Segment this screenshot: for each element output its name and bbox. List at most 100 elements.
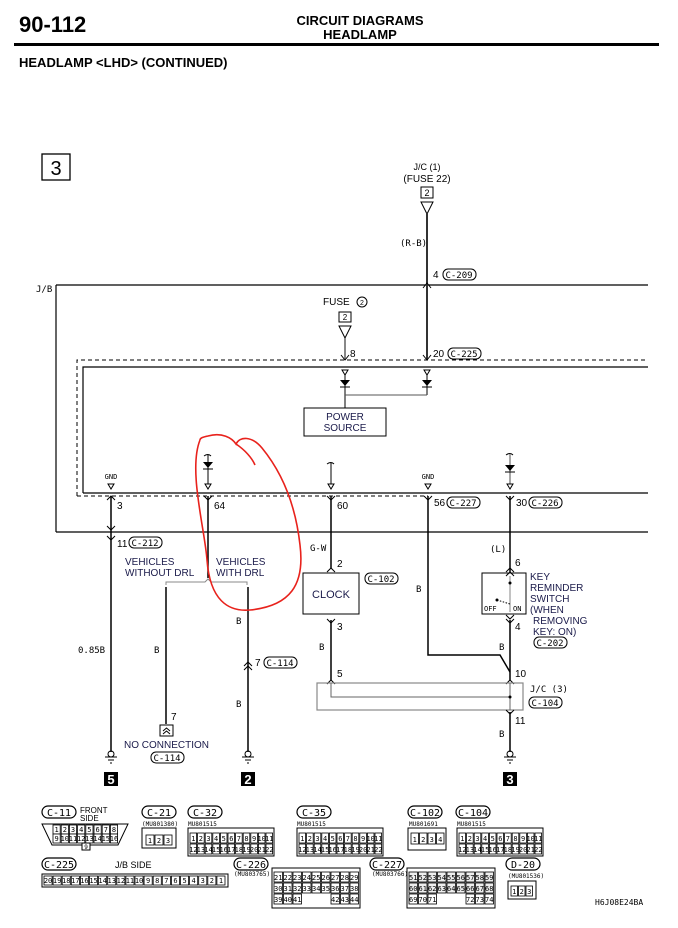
diode-icon <box>340 380 350 386</box>
pin-cell <box>408 893 418 905</box>
pin-number: 6 <box>338 835 342 843</box>
without-drl-line2: WITHOUT DRL <box>125 568 195 579</box>
wire-stub <box>326 462 335 465</box>
pin-number: 13 <box>108 877 116 885</box>
pin-number: 10 <box>526 835 534 843</box>
pin-cell <box>473 843 482 855</box>
pin-cell <box>161 875 171 886</box>
pin-cell <box>242 843 251 855</box>
header-subsection: HEADLAMP <box>323 27 397 42</box>
connector-shell <box>507 880 537 900</box>
pin-number: 7 <box>506 835 510 843</box>
connector-badge <box>150 751 185 764</box>
pin-3: 3 <box>117 501 123 512</box>
pin-cell <box>61 875 71 886</box>
wire-stub <box>505 453 514 456</box>
pin8-arrow-icon <box>340 354 350 361</box>
sheet-number-box <box>41 153 71 181</box>
switch-contact <box>508 581 512 585</box>
pin-cell <box>419 832 428 845</box>
pin-number: 67 <box>476 885 484 893</box>
clock-label: CLOCK <box>312 589 351 601</box>
pin-number: 12 <box>458 846 466 854</box>
header-title: CIRCUIT DIAGRAMS HEADLAMP <box>280 14 440 42</box>
pin-60: 60 <box>337 501 349 512</box>
connector-arrow-icon <box>243 661 253 671</box>
connector-id: C-225 <box>44 860 74 871</box>
pin-number: 3 <box>430 836 434 844</box>
pin-number: 3 <box>206 835 210 843</box>
header-section: CIRCUIT DIAGRAMS <box>296 13 424 28</box>
pin-number: 51 <box>409 874 417 882</box>
connector-id: C-35 <box>302 808 326 819</box>
pin-cell <box>257 832 266 844</box>
pin-number: 13 <box>85 835 93 843</box>
pin-cell <box>321 871 331 883</box>
pin-cell <box>340 882 350 894</box>
pin-number: 8 <box>513 835 517 843</box>
pin-cell <box>496 843 504 855</box>
pin-number: 12 <box>117 877 125 885</box>
wire-g-w-label: G-W <box>310 544 327 554</box>
pin-number: 62 <box>428 885 436 893</box>
key-switch-label: KEY REMINDER SWITCH (WHEN REMOVING KEY: … <box>530 572 588 638</box>
connector-c114-nc: C-114 <box>153 754 180 764</box>
wire-color-r-b: (R-B) <box>400 239 427 249</box>
pin-cell <box>527 843 535 855</box>
pin-number: 1 <box>413 836 417 844</box>
terminal-icon <box>341 369 349 376</box>
pin-cell <box>110 833 119 844</box>
pin-cell <box>292 882 302 894</box>
pin-number: 68 <box>485 885 493 893</box>
pin-cell <box>313 832 322 844</box>
diode-icon <box>422 380 432 386</box>
pin-cell <box>235 843 243 855</box>
wire-b-label: B <box>499 730 504 740</box>
pin-cell <box>189 875 199 886</box>
connector-id: D-20 <box>511 860 535 871</box>
pin-number: 3 <box>315 835 319 843</box>
power-source-box <box>303 407 387 437</box>
connector-arrow-icon <box>422 282 432 289</box>
wire-b-label: B <box>319 643 324 653</box>
connector-shell <box>187 827 275 857</box>
fuse22-label: (FUSE 22) <box>403 174 450 185</box>
pin-cell <box>475 882 485 894</box>
pin-number: 8 <box>353 835 357 843</box>
pin-number: 11 <box>126 877 134 885</box>
pin-cell <box>504 832 512 844</box>
pin-number: 37 <box>341 885 349 893</box>
jb-label: J/B <box>36 285 52 295</box>
key-switch-label-line: SWITCH <box>530 594 569 605</box>
pin-30: 30 <box>516 498 528 509</box>
gnd-terminal-icon <box>424 483 432 490</box>
pin-number: 7 <box>237 835 241 843</box>
pin-cell <box>481 832 489 844</box>
key-switch-label-line: REMOVING <box>533 616 588 627</box>
pin-number: 74 <box>485 896 493 904</box>
pin-number: 2 <box>468 835 472 843</box>
gnd-terminal-icon <box>107 483 115 490</box>
pin-cell <box>98 875 108 886</box>
pin-number: 21 <box>526 846 534 854</box>
pin-4: 4 <box>433 270 439 281</box>
pin-cell <box>311 882 321 894</box>
pin-number: 6 <box>95 826 99 834</box>
diode-icon <box>505 465 515 471</box>
pin-number: 5 <box>222 835 226 843</box>
pin-cell <box>212 843 220 855</box>
pin-cell <box>330 882 340 894</box>
pin-number: 15 <box>102 835 110 843</box>
wire-b-label: B <box>236 700 241 710</box>
pin-number: 43 <box>341 896 349 904</box>
pin-cell <box>306 843 314 855</box>
connector-badge <box>446 496 481 509</box>
jc3-internal-bus <box>330 683 511 710</box>
pin-number: 70 <box>419 896 427 904</box>
ground-ref-badge <box>503 772 517 786</box>
pin-number: 6 <box>229 835 233 843</box>
pin-cell <box>466 843 474 855</box>
figure-code: H6J08E24BA <box>595 898 643 907</box>
with-drl-line1: VEHICLES <box>216 557 266 568</box>
